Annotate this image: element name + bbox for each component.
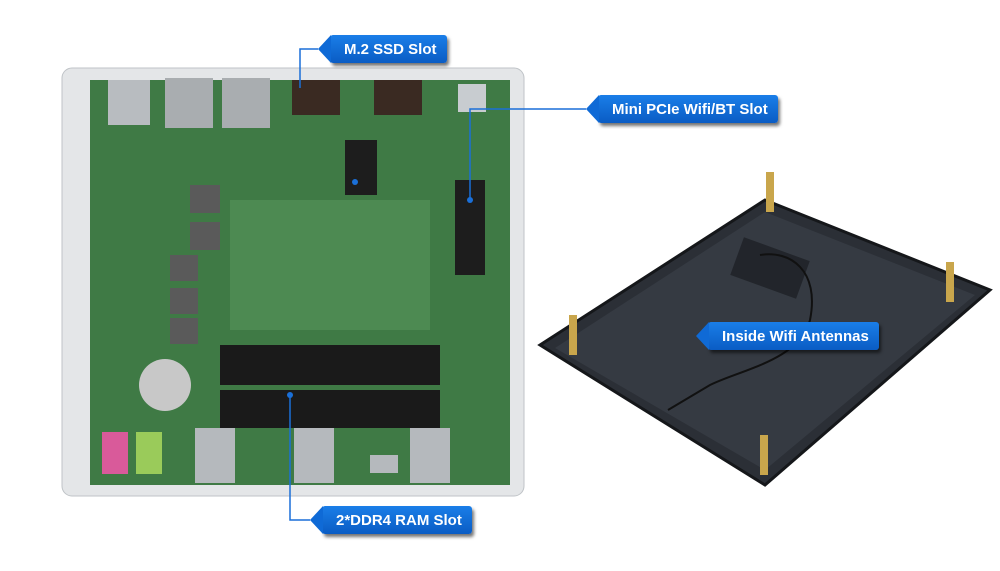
ethernet-port [165,78,213,128]
usb-port [108,80,150,125]
usb-c-port [370,455,398,473]
usb-port [294,428,334,483]
ram-slot [220,345,440,385]
callout-wifi-antennas: Inside Wifi Antennas [696,322,879,350]
audio-jack [136,432,162,474]
audio-jack [102,432,128,474]
ethernet-port [222,78,270,128]
hdmi-port [374,80,422,115]
antenna-cable [667,253,813,411]
hdmi-port [292,80,340,115]
usb-port [195,428,235,483]
ram-slot [220,390,440,428]
m2-slot [345,140,377,195]
cmos-battery [139,359,191,411]
usb-port [410,428,450,483]
callout-m2-ssd-slot: M.2 SSD Slot [318,35,447,63]
callout-ram-slot: 2*DDR4 RAM Slot [310,506,472,534]
callout-mini-pcie-slot: Mini PCIe Wifi/BT Slot [586,95,778,123]
